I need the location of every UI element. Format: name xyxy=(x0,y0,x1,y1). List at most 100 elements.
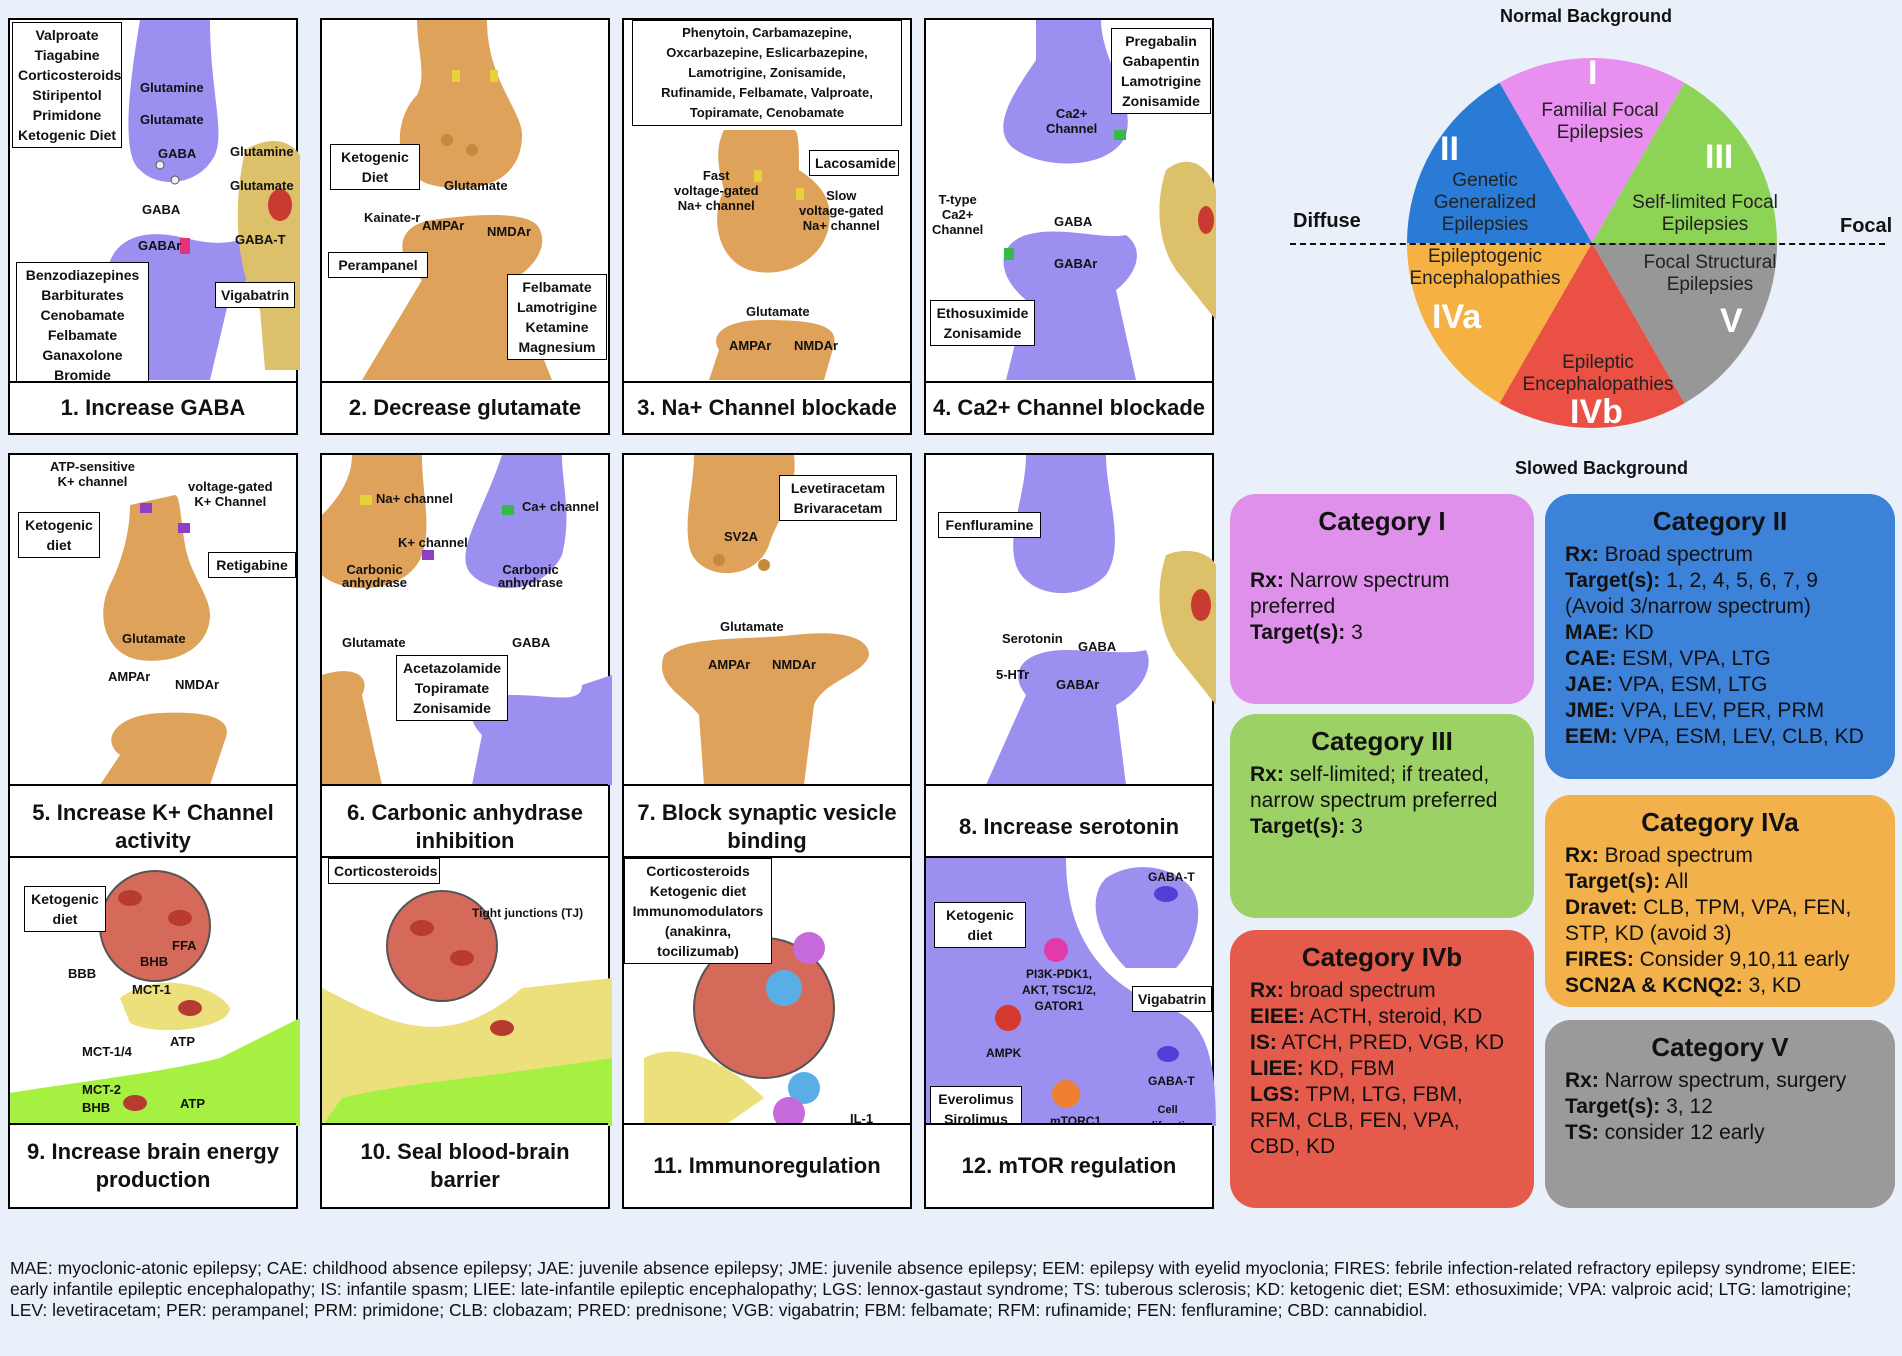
label: Slow voltage-gated Na+ channel xyxy=(799,188,884,233)
drug-box: Lacosamide xyxy=(809,150,899,176)
drug-box: Ethosuximide Zonisamide xyxy=(930,300,1035,346)
pie-segment-roman: II xyxy=(1440,130,1459,168)
label: Fast voltage-gated Na+ channel xyxy=(674,168,759,213)
category-title: Category IVa xyxy=(1641,807,1799,837)
category-row: Rx: Broad spectrum xyxy=(1565,542,1875,568)
category-title: Category III xyxy=(1311,726,1453,756)
panel-caption: 6. Carbonic anhydrase inhibition xyxy=(322,784,608,868)
category-row-key: Rx: xyxy=(1250,979,1284,1002)
category-row: IS: ATCH, PRED, VGB, KD xyxy=(1250,1030,1514,1056)
pie-segment xyxy=(1407,243,1592,404)
category-iii-card: Category III Rx: self-limited; if treated… xyxy=(1230,714,1534,918)
category-row: EIEE: ACTH, steroid, KD xyxy=(1250,1004,1514,1030)
pie-chart xyxy=(1407,57,1777,428)
drug-box: Fenfluramine xyxy=(938,512,1041,538)
category-row-key: Rx: xyxy=(1565,1069,1599,1092)
pie-segment-roman: IVa xyxy=(1432,298,1482,336)
panel-seal-bbb: Corticosteroids Tight junctions (TJ) 10.… xyxy=(320,856,612,1209)
category-row-value: ESM, VPA, LTG xyxy=(1616,647,1771,670)
label: PI3K-PDK1, AKT, TSC1/2, GATOR1 xyxy=(1022,967,1097,1013)
category-row: Rx: broad spectrum xyxy=(1250,978,1514,1004)
label: Ca2+ Channel xyxy=(1046,106,1098,136)
label: ATP xyxy=(180,1096,206,1111)
drug-box: Vigabatrin xyxy=(1132,986,1212,1012)
category-row-value: 3, 12 xyxy=(1660,1095,1713,1118)
category-row-key: IS: xyxy=(1250,1031,1277,1054)
category-row-key: Rx: xyxy=(1565,543,1599,566)
label: Ca+ channel xyxy=(522,499,599,514)
label: GABA xyxy=(1054,214,1093,229)
label: GABA-T xyxy=(1148,1074,1195,1088)
category-row-key: Rx: xyxy=(1250,569,1284,592)
label: Glutamate xyxy=(122,631,186,646)
drug-box: Perampanel xyxy=(328,252,428,278)
panel-increase-gaba: Valproate Tiagabine Corticosteroids Stir… xyxy=(8,18,300,435)
panel-caption: 5. Increase K+ Channel activity xyxy=(10,784,296,868)
category-row-value: KD, FBM xyxy=(1303,1057,1395,1080)
pie-segment-text: Genetic Generalized Epilepsies xyxy=(1433,170,1537,235)
panel-caption: 4. Ca2+ Channel blockade xyxy=(926,381,1212,433)
pie-segment xyxy=(1592,82,1777,243)
pie-segment xyxy=(1499,57,1685,243)
category-row-value: self-limited; if treated, narrow spectru… xyxy=(1250,763,1498,812)
category-row-key: Target(s): xyxy=(1565,870,1661,893)
category-row-key: EIEE: xyxy=(1250,1005,1305,1028)
label: Glutamate xyxy=(342,635,406,650)
label: voltage-gated K+ Channel xyxy=(188,479,273,509)
category-row-value: CLB, TPM, VPA, FEN, STP, KD (avoid 3) xyxy=(1565,896,1852,945)
category-row-value: VPA, ESM, LEV, CLB, KD xyxy=(1617,725,1864,748)
drug-box: Felbamate Lamotrigine Ketamine Magnesium xyxy=(507,274,607,360)
pie-segment-text: Epileptogenic Encephalopathies xyxy=(1409,246,1561,289)
label: Glutamate xyxy=(720,619,784,634)
category-row: Rx: self-limited; if treated, narrow spe… xyxy=(1250,762,1514,814)
label: MCT-2 xyxy=(82,1082,121,1097)
drug-box: Vigabatrin xyxy=(215,282,295,308)
category-title: Category IVb xyxy=(1301,942,1463,972)
panel-synaptic-vesicle: Levetiracetam Brivaracetam SV2A Glutamat… xyxy=(622,453,912,870)
panel-mtor-regulation: Ketogenic diet Vigabatrin Everolimus Sir… xyxy=(924,856,1216,1209)
category-row: LIEE: KD, FBM xyxy=(1250,1056,1514,1082)
category-row: LGS: TPM, LTG, FBM, RFM, CLB, FEN, VPA, … xyxy=(1250,1082,1514,1160)
pie-segment-text: Epileptic Encephalopathies xyxy=(1522,352,1674,395)
category-title: Category V xyxy=(1651,1032,1789,1062)
category-row: JME: VPA, LEV, PER, PRM xyxy=(1565,698,1875,724)
label: AMPAr xyxy=(422,218,465,233)
category-row-value: 3 xyxy=(1345,621,1363,644)
drug-box: Acetazolamide Topiramate Zonisamide xyxy=(396,655,508,721)
panel-caption: 1. Increase GABA xyxy=(10,381,296,433)
category-row: FIRES: Consider 9,10,11 early xyxy=(1565,947,1875,973)
label: GABAr xyxy=(138,238,182,253)
category-row: Rx: Narrow spectrum, surgery xyxy=(1565,1068,1875,1094)
category-row: Target(s): 3, 12 xyxy=(1565,1094,1875,1120)
category-row-key: CAE: xyxy=(1565,647,1617,670)
category-row-key: Target(s): xyxy=(1250,621,1346,644)
label: AMPAr xyxy=(108,669,151,684)
pie-bottom-label: Slowed Background xyxy=(1515,458,1689,478)
category-row-key: FIRES: xyxy=(1565,948,1634,971)
category-row-value: Broad spectrum xyxy=(1598,844,1753,867)
pie-segment-text: Self-limited Focal Epilepsies xyxy=(1632,192,1778,235)
label: Glutamine xyxy=(140,80,204,95)
category-row: Rx: Broad spectrum xyxy=(1565,843,1875,869)
label: GABA xyxy=(512,635,551,650)
category-row: MAE: KD xyxy=(1565,620,1875,646)
label: Glutamate xyxy=(746,304,810,319)
label: NMDAr xyxy=(175,677,220,692)
pie-segment-roman: IVb xyxy=(1570,393,1623,431)
abbreviations-footer: MAE: myoclonic-atonic epilepsy; CAE: chi… xyxy=(10,1258,1857,1320)
drug-box: Phenytoin, Carbamazepine, Oxcarbazepine,… xyxy=(632,20,902,126)
panel-illustration xyxy=(644,932,835,1126)
category-row: TS: consider 12 early xyxy=(1565,1120,1875,1146)
panel-illustration xyxy=(10,870,300,1126)
label: Tight junctions (TJ) xyxy=(472,906,584,920)
label: T-type Ca2+ Channel xyxy=(932,192,984,237)
label: NMDAr xyxy=(794,338,839,353)
category-row-key: Dravet: xyxy=(1565,896,1638,919)
pie-segment-roman: III xyxy=(1705,138,1734,176)
category-row-key: JAE: xyxy=(1565,673,1613,696)
panel-caption: 7. Block synaptic vesicle binding xyxy=(624,784,910,868)
drug-box: Ketogenic Diet xyxy=(330,144,420,190)
label: AMPK xyxy=(986,1046,1022,1060)
pie-segment xyxy=(1592,243,1777,404)
category-row-key: Target(s): xyxy=(1565,1095,1661,1118)
